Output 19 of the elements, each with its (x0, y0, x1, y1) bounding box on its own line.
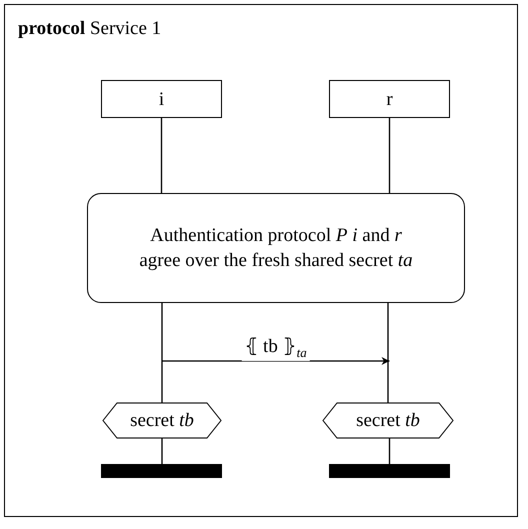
node-text: r (386, 88, 393, 112)
lifeline-end-bar (329, 464, 450, 478)
protocol-box (87, 193, 465, 303)
lifeline (388, 438, 390, 464)
lifeline (387, 303, 389, 403)
node-text: i (158, 88, 164, 112)
node-text: secret tb (356, 409, 420, 433)
claim-hexagon (323, 403, 453, 438)
participant-box (101, 80, 222, 118)
lifeline (388, 118, 390, 193)
diagram-title: protocol Service 1 (18, 18, 162, 40)
lifeline (161, 438, 163, 464)
participant-box (329, 80, 450, 118)
claim-hexagon (103, 403, 221, 438)
lifeline-end-bar (101, 464, 222, 478)
node-text: Authentication protocol P i and r agree over the fresh shared secret ta (138, 224, 414, 273)
lifeline (161, 303, 163, 403)
lifeline (160, 118, 162, 193)
node-text: secret tb (130, 409, 194, 433)
